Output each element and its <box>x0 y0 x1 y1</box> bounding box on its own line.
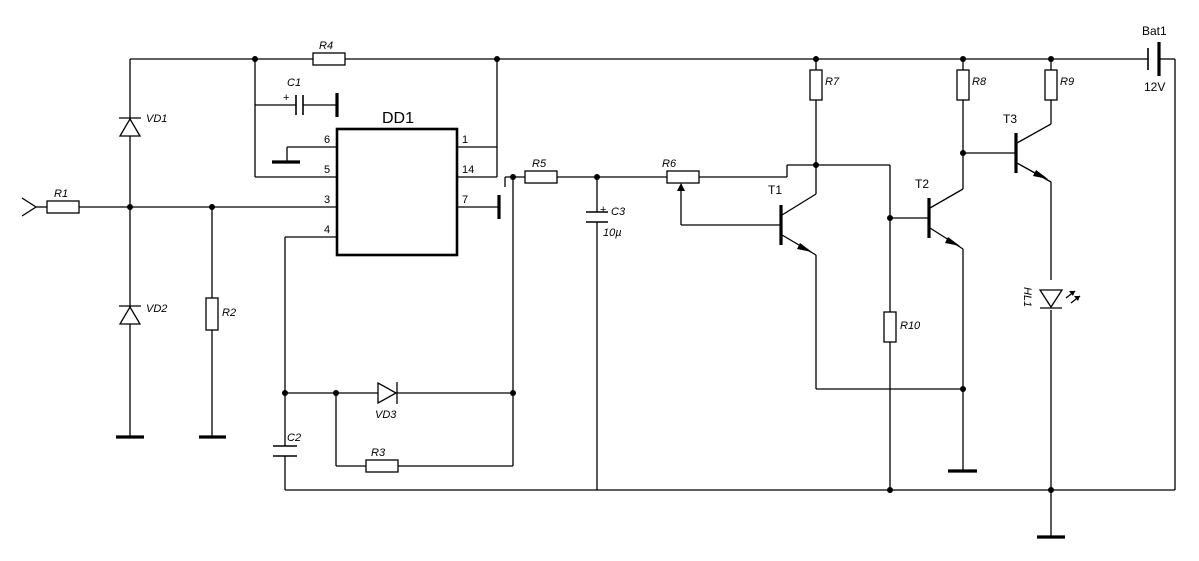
c2-label: C2 <box>287 432 301 444</box>
vd3-label: VD3 <box>375 409 397 421</box>
pin-14-label: 14 <box>462 164 474 176</box>
t3-label: T3 <box>1003 112 1017 126</box>
junctions <box>127 56 1054 493</box>
resistor-r2 <box>205 297 219 331</box>
transistor-t2-icon <box>927 188 964 250</box>
wires <box>21 58 1176 536</box>
transistor-t1-icon <box>779 193 817 256</box>
pin-6-label: 6 <box>324 134 330 146</box>
light-emission-icon <box>1065 290 1081 304</box>
vd1-label: VD1 <box>146 113 167 125</box>
ic-dd1 <box>335 127 459 257</box>
resistor-r8 <box>956 69 970 101</box>
r6-label: R6 <box>662 158 677 170</box>
pin-7-label: 7 <box>462 194 468 206</box>
diode-vd1-icon <box>118 117 142 137</box>
wiper-arrow-icon <box>677 183 685 191</box>
c3-plus-label: + <box>600 204 606 216</box>
t1-label: T1 <box>768 183 782 197</box>
battery-icon <box>1147 42 1161 76</box>
c3-label: C3 <box>611 206 626 218</box>
resistor-r9 <box>1044 69 1058 101</box>
battery-name-label: Bat1 <box>1142 24 1167 38</box>
capacitors <box>273 93 608 457</box>
r1-label: R1 <box>54 188 68 200</box>
diode-vd2-icon <box>118 305 142 325</box>
r4-label: R4 <box>319 40 333 52</box>
c3-value-label: 10µ <box>603 227 622 239</box>
led-hl1-icon <box>1038 289 1064 309</box>
vd2-label: VD2 <box>146 303 167 315</box>
pin-3-label: 3 <box>324 194 330 206</box>
r5-label: R5 <box>532 158 547 170</box>
t2-label: T2 <box>915 177 929 191</box>
labels: DD1 6 5 3 4 1 14 7 R1 R2 R3 R4 R5 R6 R7 … <box>54 24 1167 459</box>
resistor-r4 <box>312 52 346 66</box>
battery-voltage-label: 12V <box>1144 80 1165 94</box>
ic-dd1-label: DD1 <box>382 110 414 127</box>
r9-label: R9 <box>1060 76 1074 88</box>
resistors <box>46 52 1058 473</box>
diodes <box>118 117 1081 405</box>
r3-label: R3 <box>371 447 386 459</box>
transistor-t3-icon <box>1014 123 1052 183</box>
resistor-r10 <box>883 311 897 343</box>
r10-label: R10 <box>900 320 921 332</box>
transistors <box>779 123 1052 256</box>
r2-label: R2 <box>222 307 236 319</box>
c1-plus-label: + <box>283 92 289 104</box>
c1-label: C1 <box>287 77 301 89</box>
pin-4-label: 4 <box>324 224 330 236</box>
pin-5-label: 5 <box>324 164 330 176</box>
ground-symbols <box>116 160 1065 539</box>
pin-1-label: 1 <box>462 134 468 146</box>
resistor-r3 <box>365 459 399 473</box>
resistor-r1 <box>46 200 80 214</box>
r7-label: R7 <box>825 76 840 88</box>
resistor-r6 <box>666 170 700 184</box>
resistor-r7 <box>809 69 823 101</box>
resistor-r5 <box>524 170 558 184</box>
r8-label: R8 <box>972 76 987 88</box>
diode-vd3-icon <box>377 381 398 405</box>
hl1-label: HL1 <box>1021 287 1033 307</box>
